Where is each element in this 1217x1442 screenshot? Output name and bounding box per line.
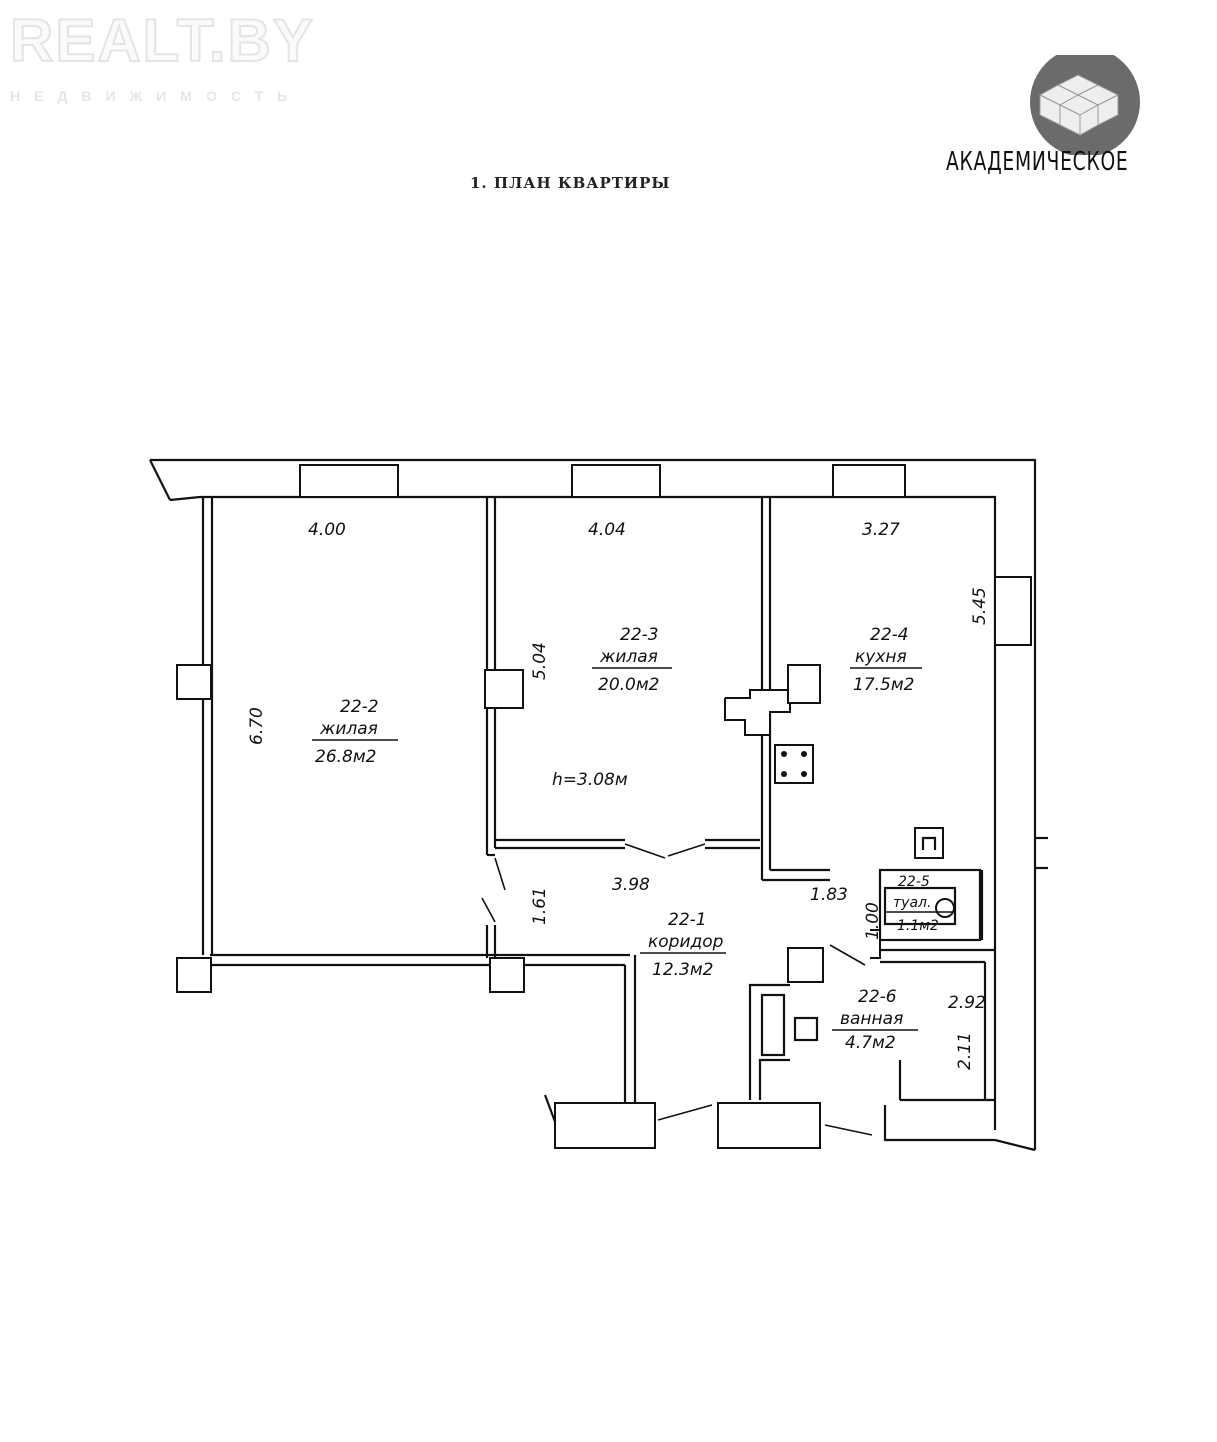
dim-corr-kitchen: 1.83 — [810, 885, 848, 905]
dim-corr-depth: 1.61 — [530, 887, 550, 925]
room-22-5: 22-5 туал. 1.1м2 — [885, 874, 955, 934]
room-area: 4.7м2 — [845, 1033, 896, 1053]
ceiling-height: h=3.08м — [552, 770, 628, 790]
room-id: 22-6 — [858, 987, 897, 1007]
dim-r4-depth: 5.45 — [970, 587, 990, 625]
chimney-icon — [914, 827, 944, 859]
room-id: 22-1 — [668, 910, 707, 930]
stove-icon — [774, 744, 814, 784]
watermark-subtitle: НЕДВИЖИМОСТЬ — [10, 88, 302, 104]
room-type: жилая — [599, 647, 658, 667]
bathtub-icon — [760, 993, 786, 1057]
dim-bath-depth: 2.11 — [955, 1032, 975, 1070]
room-22-6: 22-6 ванная 4.7м2 — [832, 987, 918, 1053]
room-type: ванная — [840, 1009, 903, 1029]
room-type: коридор — [648, 932, 724, 952]
sink-icon — [793, 1016, 819, 1042]
window — [832, 464, 906, 498]
room-area: 1.1м2 — [897, 918, 939, 934]
walls — [149, 458, 1048, 1152]
window — [299, 464, 399, 498]
logo-text: АКАДЕМИЧЕСКОЕ — [946, 147, 1129, 177]
academicheskoe-logo: АКАДЕМИЧЕСКОЕ — [940, 47, 1140, 185]
room-22-4: 22-4 кухня 17.5м2 — [850, 625, 922, 695]
room-id: 22-2 — [340, 697, 379, 717]
dim-r3-depth: 5.04 — [530, 642, 550, 680]
dim-wc-depth: 1.00 — [863, 902, 883, 940]
room-22-1: 22-1 коридор 12.3м2 — [640, 910, 726, 980]
dim-r2-depth: 6.70 — [247, 707, 267, 745]
dimensions: 4.00 6.70 4.04 5.04 3.27 5.45 3.98 1.61 … — [247, 520, 990, 1070]
watermark-brand: REALT.BY — [9, 7, 315, 75]
room-22-2: 22-2 жилая 26.8м2 — [312, 697, 398, 767]
room-id: 22-3 — [620, 625, 659, 645]
room-22-3: 22-3 жилая 20.0м2 — [592, 625, 672, 695]
window — [994, 576, 1032, 646]
room-area: 17.5м2 — [853, 675, 915, 695]
room-type: кухня — [855, 647, 907, 667]
cube-logo-icon — [1030, 47, 1140, 157]
room-type: туал. — [893, 895, 931, 911]
room-id: 22-4 — [870, 625, 909, 645]
room-area: 20.0м2 — [598, 675, 660, 695]
room-id: 22-5 — [898, 874, 930, 890]
dim-r2-width: 4.00 — [308, 520, 346, 540]
dim-r4-width: 3.27 — [862, 520, 900, 540]
page-title: 1. ПЛАН КВАРТИРЫ — [470, 174, 671, 192]
dim-bath-width: 2.92 — [948, 993, 986, 1013]
window — [571, 464, 661, 498]
room-type: жилая — [319, 719, 378, 739]
realt-watermark: REALT.BY НЕДВИЖИМОСТЬ — [9, 7, 315, 105]
dim-corr-width: 3.98 — [612, 875, 650, 895]
dim-r3-width: 4.04 — [588, 520, 626, 540]
room-area: 26.8м2 — [315, 747, 377, 767]
room-area: 12.3м2 — [652, 960, 714, 980]
